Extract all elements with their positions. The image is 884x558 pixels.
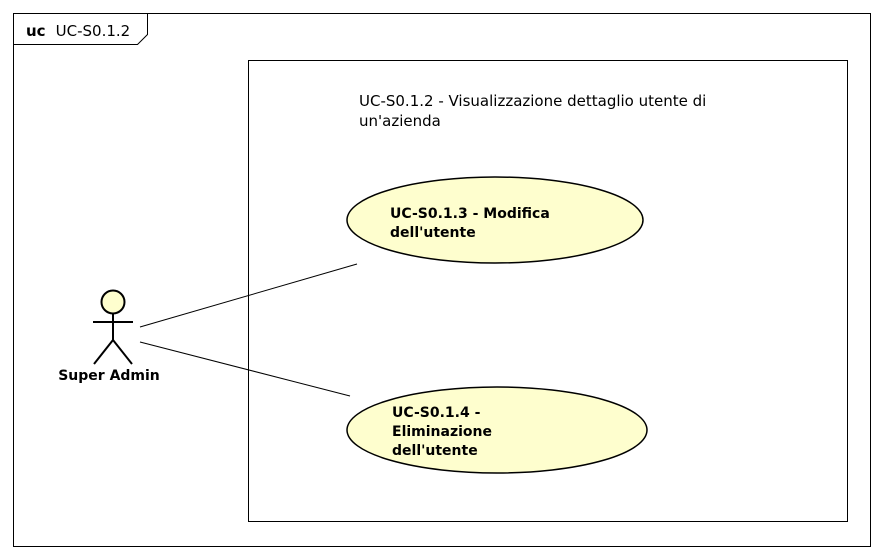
use-case-modifica[interactable]: UC-S0.1.3 - Modifica dell'utente bbox=[346, 176, 644, 264]
frame-name: UC-S0.1.2 bbox=[56, 22, 131, 40]
use-case-label-line-2: Eliminazione bbox=[392, 424, 492, 440]
actor-super-admin[interactable]: Super Admin bbox=[58, 289, 160, 385]
actor-head bbox=[100, 289, 126, 315]
use-case-label-line-1: UC-S0.1.4 - bbox=[392, 405, 481, 421]
frame-title: uc UC-S0.1.2 bbox=[26, 21, 130, 40]
system-boundary-rect bbox=[248, 60, 848, 522]
use-case-ellipse bbox=[346, 176, 644, 264]
association-line-modifica bbox=[139, 263, 358, 328]
frame-tab bbox=[13, 13, 148, 45]
actor-left-leg bbox=[93, 339, 114, 365]
diagram-frame: uc UC-S0.1.2 bbox=[13, 13, 871, 547]
system-title-line-2: un'azienda bbox=[359, 112, 441, 130]
use-case-eliminazione[interactable]: UC-S0.1.4 - Eliminazione dell'utente bbox=[346, 386, 648, 474]
use-case-label-line-1: UC-S0.1.3 - Modifica bbox=[390, 206, 550, 222]
use-case-ellipse bbox=[346, 386, 648, 474]
frame-keyword: uc bbox=[26, 22, 46, 40]
association-line-eliminazione bbox=[139, 341, 351, 397]
use-case-label-line-3: dell'utente bbox=[392, 443, 478, 459]
system-boundary: UC-S0.1.2 - Visualizzazione dettaglio ut… bbox=[248, 60, 848, 522]
use-case-label-line-2: dell'utente bbox=[390, 225, 476, 241]
system-title-line-1: UC-S0.1.2 - Visualizzazione dettaglio ut… bbox=[359, 92, 706, 110]
actor-right-leg bbox=[112, 339, 133, 365]
frame-border bbox=[13, 13, 871, 547]
actor-label: Super Admin bbox=[58, 368, 160, 384]
